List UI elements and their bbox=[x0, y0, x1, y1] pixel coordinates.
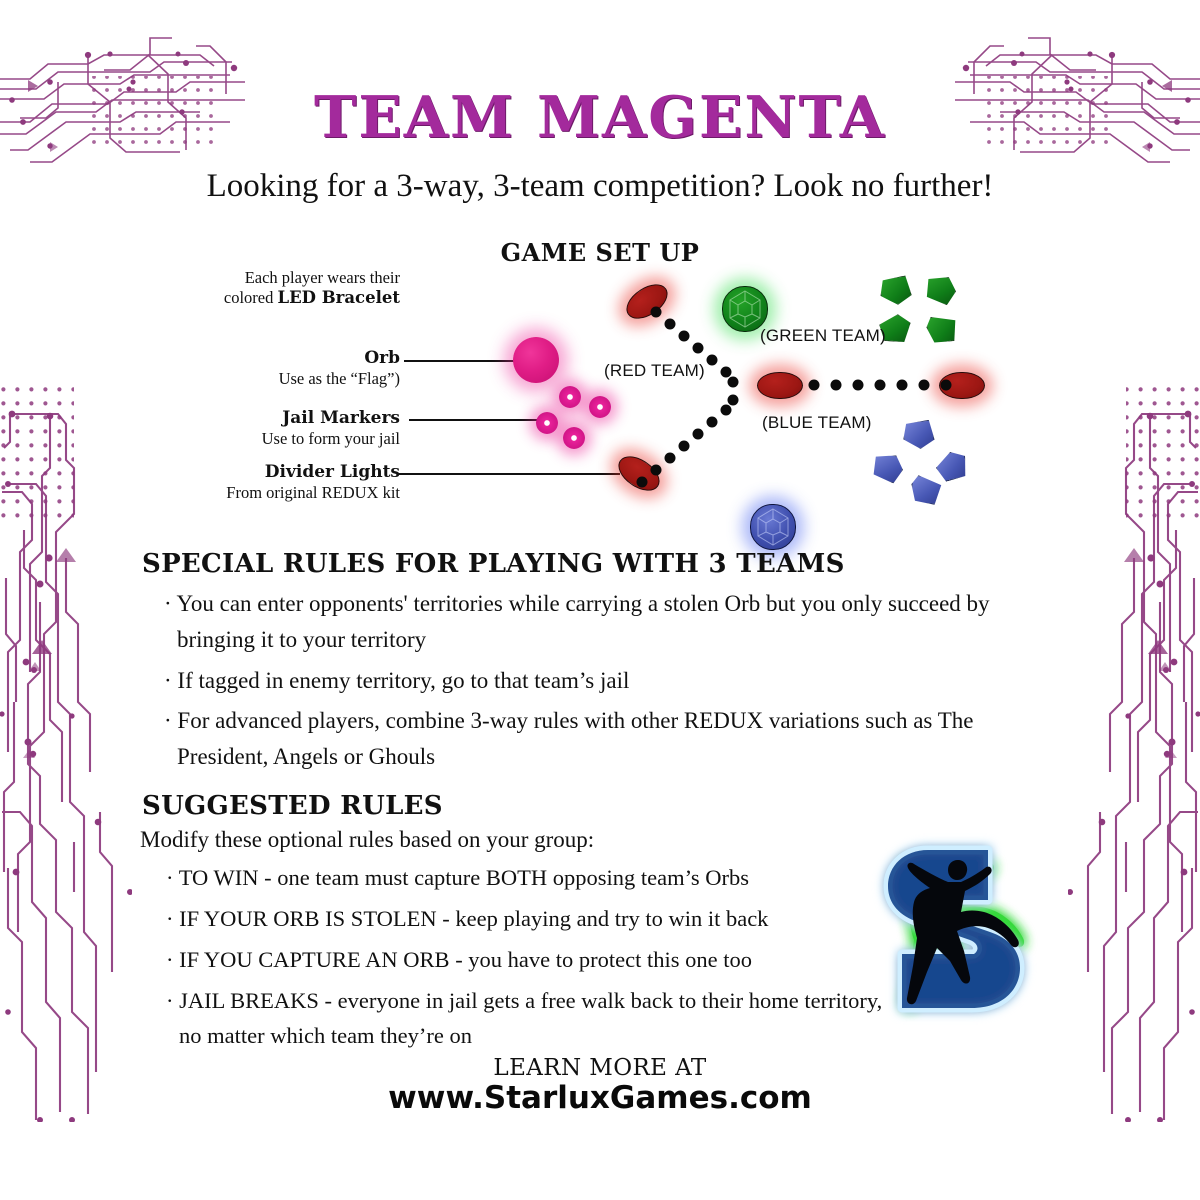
starlux-logo bbox=[883, 845, 1025, 1013]
legend-bracelet-line1: Each player wears their bbox=[244, 268, 400, 287]
rule-item: · For advanced players, combine 3-way ru… bbox=[164, 707, 974, 770]
learn-more-label: LEARN MORE AT bbox=[493, 1055, 707, 1081]
team-label-red: (RED TEAM) bbox=[604, 361, 705, 380]
page-title: TEAM MAGENTA bbox=[313, 84, 887, 151]
legend-jail-markers: Jail Markers Use to form your jail bbox=[160, 408, 400, 449]
jail-marker-icon bbox=[536, 412, 558, 434]
jail-marker-icon bbox=[559, 386, 581, 408]
legend-bracelet-line2: colored LED Bracelet bbox=[150, 288, 400, 308]
divider-light-icon bbox=[757, 372, 803, 399]
rule-item: · IF YOUR ORB IS STOLEN - keep playing a… bbox=[166, 906, 769, 932]
rule-item: · You can enter opponents' territories w… bbox=[164, 591, 990, 653]
jail-marker-icon bbox=[589, 396, 611, 418]
legend-orb-subtitle: Use as the “Flag”) bbox=[278, 368, 400, 388]
legend-orb: Orb Use as the “Flag”) bbox=[160, 348, 400, 389]
green-team-orb-icon bbox=[722, 286, 768, 332]
game-setup-heading: GAME SET UP bbox=[500, 238, 700, 267]
legend-bracelet-prefix: colored bbox=[223, 288, 278, 308]
special-rules-heading: SPECIAL RULES FOR PLAYING WITH 3 TEAMS bbox=[142, 549, 845, 579]
circuit-decoration-left bbox=[0, 380, 132, 1122]
jail-marker-icon bbox=[563, 427, 585, 449]
team-label-green: (GREEN TEAM) bbox=[760, 326, 886, 345]
suggested-rules-list: · TO WIN - one team must capture BOTH op… bbox=[166, 860, 906, 1059]
suggested-rules-heading: SUGGESTED RULES bbox=[142, 791, 443, 821]
rule-item: · If tagged in enemy territory, go to th… bbox=[164, 667, 630, 693]
orb-magenta-icon bbox=[513, 337, 559, 383]
legend-divider-title: Divider Lights bbox=[264, 462, 400, 482]
legend-jail-subtitle: Use to form your jail bbox=[261, 428, 400, 448]
team-label-blue: (BLUE TEAM) bbox=[762, 413, 872, 432]
legend-orb-title: Orb bbox=[364, 348, 400, 368]
leader-line-divider bbox=[398, 473, 620, 475]
page-subtitle: Looking for a 3-way, 3-team competition?… bbox=[206, 168, 994, 204]
legend-divider-subtitle: From original REDUX kit bbox=[226, 482, 400, 502]
website-url[interactable]: www.StarluxGames.com bbox=[388, 1080, 812, 1116]
legend-divider-lights: Divider Lights From original REDUX kit bbox=[140, 462, 400, 503]
legend-jail-title: Jail Markers bbox=[282, 408, 400, 428]
special-rules-list: · You can enter opponents' territories w… bbox=[164, 586, 1064, 780]
territory-divider-dots bbox=[636, 306, 952, 488]
legend-bracelet-bold: LED Bracelet bbox=[277, 288, 401, 308]
blue-team-orb-icon bbox=[750, 504, 796, 550]
leader-line-orb bbox=[404, 360, 520, 362]
rule-item: · IF YOU CAPTURE AN ORB - you have to pr… bbox=[166, 947, 752, 973]
suggested-rules-intro: Modify these optional rules based on you… bbox=[140, 827, 595, 852]
rule-item: · TO WIN - one team must capture BOTH op… bbox=[166, 865, 750, 890]
leader-line-jail bbox=[409, 419, 549, 421]
legend-led-bracelet: Each player wears their colored LED Brac… bbox=[150, 268, 400, 308]
divider-light-icon bbox=[939, 372, 985, 399]
rule-item: · JAIL BREAKS - everyone in jail gets a … bbox=[166, 988, 883, 1049]
circuit-decoration-right bbox=[1068, 380, 1200, 1122]
